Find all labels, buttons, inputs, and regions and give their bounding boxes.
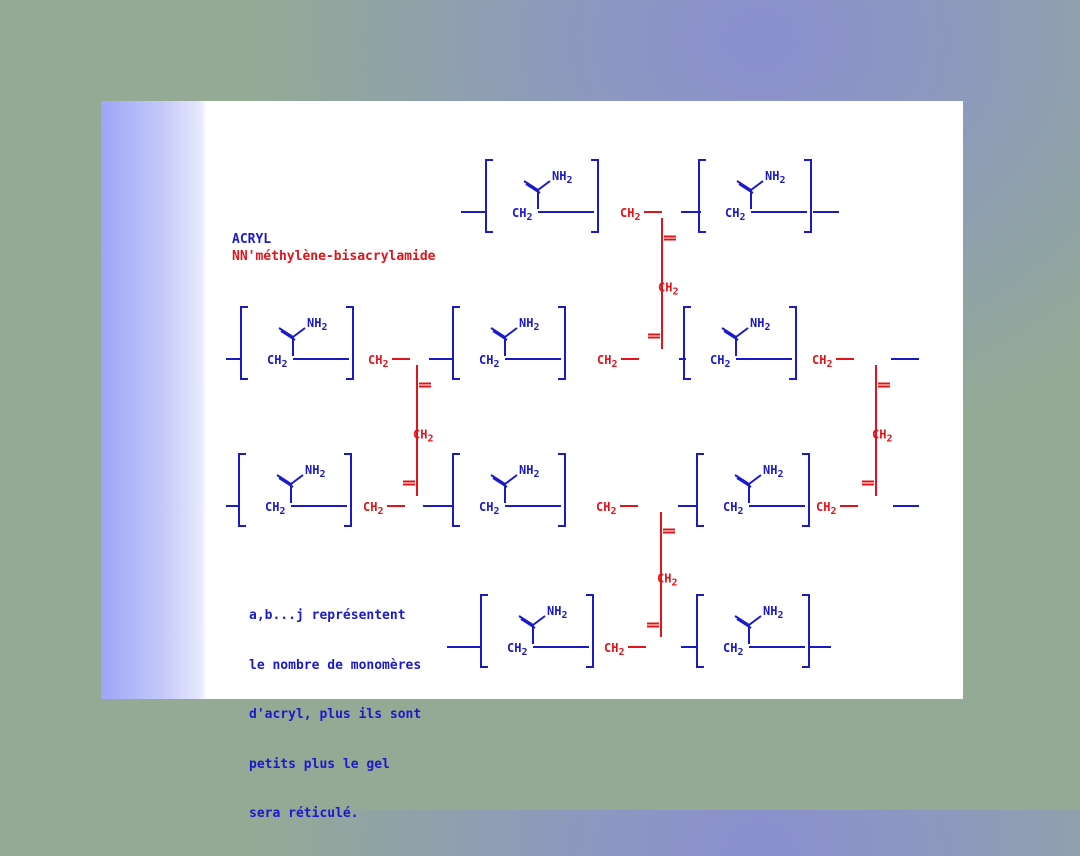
amide-bond <box>292 327 306 338</box>
bracket-right <box>802 453 810 527</box>
crosslink-ch2: CH2 <box>658 281 678 298</box>
note-line: le nombre de monomères <box>249 657 422 673</box>
carbonyl-bond <box>523 180 539 191</box>
crosslink-ch2: CH2 <box>872 428 892 445</box>
carbonyl-bond <box>278 327 294 338</box>
amide-bond <box>504 474 518 485</box>
amide-bond <box>748 615 762 626</box>
nh2-label: NH2 <box>519 316 539 333</box>
bracket-right <box>802 594 810 668</box>
bracket-left <box>240 306 248 380</box>
bracket-left <box>485 159 493 233</box>
carbonyl-double-bond <box>280 330 296 341</box>
ch2-label: CH2 <box>710 353 730 370</box>
note-line: d'acryl, plus ils sont <box>249 707 422 722</box>
crosslink-ch2: CH2 <box>657 572 677 589</box>
amide-bond <box>532 615 546 626</box>
carbonyl-double-bond <box>723 330 739 341</box>
note-line: a,b...j représentent <box>249 608 406 623</box>
nh2-label: NH2 <box>750 316 770 333</box>
ch2-label: CH2 <box>267 353 287 370</box>
carbonyl-double-bond <box>492 330 508 341</box>
note-line: petits plus le gel <box>249 756 390 772</box>
bracket-right <box>558 306 566 380</box>
junction-ch2: CH2 <box>368 353 388 370</box>
carbonyl-bond <box>518 615 534 626</box>
bracket-right <box>346 306 354 380</box>
amide-bond <box>748 474 762 485</box>
crosslink-ch2: CH2 <box>413 428 433 445</box>
ch2-label: CH2 <box>507 641 527 658</box>
junction-ch2: CH2 <box>604 641 624 658</box>
nh2-label: NH2 <box>765 169 785 186</box>
ch2-label: CH2 <box>265 500 285 517</box>
bracket-right <box>586 594 594 668</box>
ch2-label: CH2 <box>723 641 743 658</box>
carbonyl-bond <box>734 474 750 485</box>
carbonyl-double-bond <box>736 477 752 488</box>
carbonyl-bond <box>490 474 506 485</box>
junction-ch2: CH2 <box>597 353 617 370</box>
bracket-left <box>696 594 704 668</box>
legend-acryl: ACRYL <box>232 232 272 247</box>
bracket-left <box>696 453 704 527</box>
note-line: sera réticulé. <box>249 806 359 821</box>
note-text: a,b...j représentent le nombre de monomè… <box>249 575 421 856</box>
legend-crosslinker: NN'méthylène-bisacrylamide <box>232 249 436 264</box>
ch2-label: CH2 <box>512 206 532 223</box>
nh2-label: NH2 <box>305 463 325 480</box>
carbonyl-bond <box>734 615 750 626</box>
ch2-label: CH2 <box>479 500 499 517</box>
carbonyl-double-bond <box>520 618 536 629</box>
carbonyl-double-bond <box>738 183 754 194</box>
amide-bond <box>735 327 749 338</box>
bracket-right <box>591 159 599 233</box>
carbonyl-bond <box>276 474 292 485</box>
ch2-label: CH2 <box>725 206 745 223</box>
carbonyl-double-bond <box>736 618 752 629</box>
bracket-right <box>558 453 566 527</box>
carbonyl-double-bond <box>492 477 508 488</box>
carbonyl-bond <box>736 180 752 191</box>
bracket-right <box>344 453 352 527</box>
bracket-left <box>452 453 460 527</box>
bracket-left <box>238 453 246 527</box>
nh2-label: NH2 <box>519 463 539 480</box>
bracket-right <box>804 159 812 233</box>
amide-bond <box>504 327 518 338</box>
amide-bond <box>750 180 764 191</box>
junction-ch2: CH2 <box>363 500 383 517</box>
junction-ch2: CH2 <box>620 206 640 223</box>
bracket-left <box>698 159 706 233</box>
amide-bond <box>537 180 551 191</box>
carbonyl-bond <box>490 327 506 338</box>
nh2-label: NH2 <box>552 169 572 186</box>
nh2-label: NH2 <box>763 604 783 621</box>
junction-ch2: CH2 <box>816 500 836 517</box>
carbonyl-double-bond <box>525 183 541 194</box>
bracket-left <box>452 306 460 380</box>
ch2-label: CH2 <box>723 500 743 517</box>
bracket-left <box>683 306 691 380</box>
carbonyl-bond <box>721 327 737 338</box>
ch2-label: CH2 <box>479 353 499 370</box>
carbonyl-double-bond <box>278 477 294 488</box>
nh2-label: NH2 <box>307 316 327 333</box>
bracket-right <box>789 306 797 380</box>
nh2-label: NH2 <box>547 604 567 621</box>
bracket-left <box>480 594 488 668</box>
junction-ch2: CH2 <box>812 353 832 370</box>
nh2-label: NH2 <box>763 463 783 480</box>
amide-bond <box>290 474 304 485</box>
junction-ch2: CH2 <box>596 500 616 517</box>
